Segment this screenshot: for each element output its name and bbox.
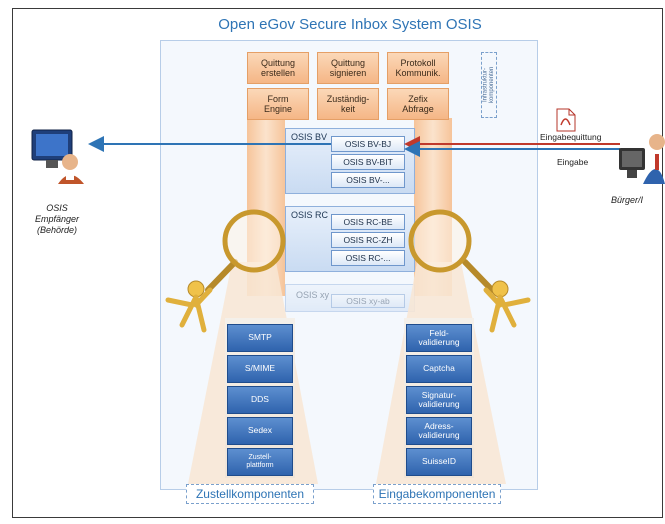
osis-bv-more: OSIS BV-...	[331, 172, 405, 188]
authority-computer-icon	[31, 129, 84, 184]
authority-label: OSIS Empfänger (Behörde)	[34, 203, 80, 235]
cell-form-engine: Form Engine	[247, 88, 309, 120]
zustell-dds: DDS	[227, 386, 293, 414]
osis-rc-zh: OSIS RC-ZH	[331, 232, 405, 248]
eingabe-label: Eingabekomponenten	[373, 484, 501, 504]
cell-quittung-signieren: Quittung signieren	[317, 52, 379, 84]
osis-xy-ab: OSIS xy-ab	[331, 294, 405, 308]
group-osis-xy-label: OSIS xy	[296, 290, 330, 300]
input-label: Eingabe	[557, 157, 589, 167]
zustell-label: Zustellkomponenten	[186, 484, 314, 504]
osis-rc-be: OSIS RC-BE	[331, 214, 405, 230]
eingabe-suisseid: SuisseID	[406, 448, 472, 476]
zustell-plattform: Zustell- plattform	[227, 448, 293, 476]
pdf-document-icon	[556, 108, 576, 132]
eingabe-feldvalidierung: Feld- validierung	[406, 324, 472, 352]
eingabe-captcha: Captcha	[406, 355, 472, 383]
cell-protokoll: Protokoll Kommunik.	[387, 52, 449, 84]
zustell-smime: S/MIME	[227, 355, 293, 383]
citizen-computer-icon	[619, 134, 665, 184]
cell-quittung-erstellen: Quittung erstellen	[247, 52, 309, 84]
cell-zustaendigkeit: Zuständig- keit	[317, 88, 379, 120]
diagram-title: Open eGov Secure Inbox System OSIS	[218, 16, 482, 33]
eingabe-adressvalidierung: Adress- validierung	[406, 417, 472, 445]
receipt-label: Eingabequittung	[540, 132, 602, 142]
group-osis-bv-label: OSIS BV	[291, 132, 328, 142]
group-osis-rc-label: OSIS RC	[291, 210, 329, 220]
osis-bv-bit: OSIS BV-BIT	[331, 154, 405, 170]
osis-bv-bj: OSIS BV-BJ	[331, 136, 405, 152]
osis-rc-more: OSIS RC-...	[331, 250, 405, 266]
citizen-label: Bürger/I	[611, 195, 644, 205]
zustell-smtp: SMTP	[227, 324, 293, 352]
group-osis-xy: OSIS xy	[285, 284, 415, 312]
eingabe-signaturvalidierung: Signatur- validierung	[406, 386, 472, 414]
zustell-sedex: Sedex	[227, 417, 293, 445]
cell-zefix: Zefix Abfrage	[387, 88, 449, 120]
